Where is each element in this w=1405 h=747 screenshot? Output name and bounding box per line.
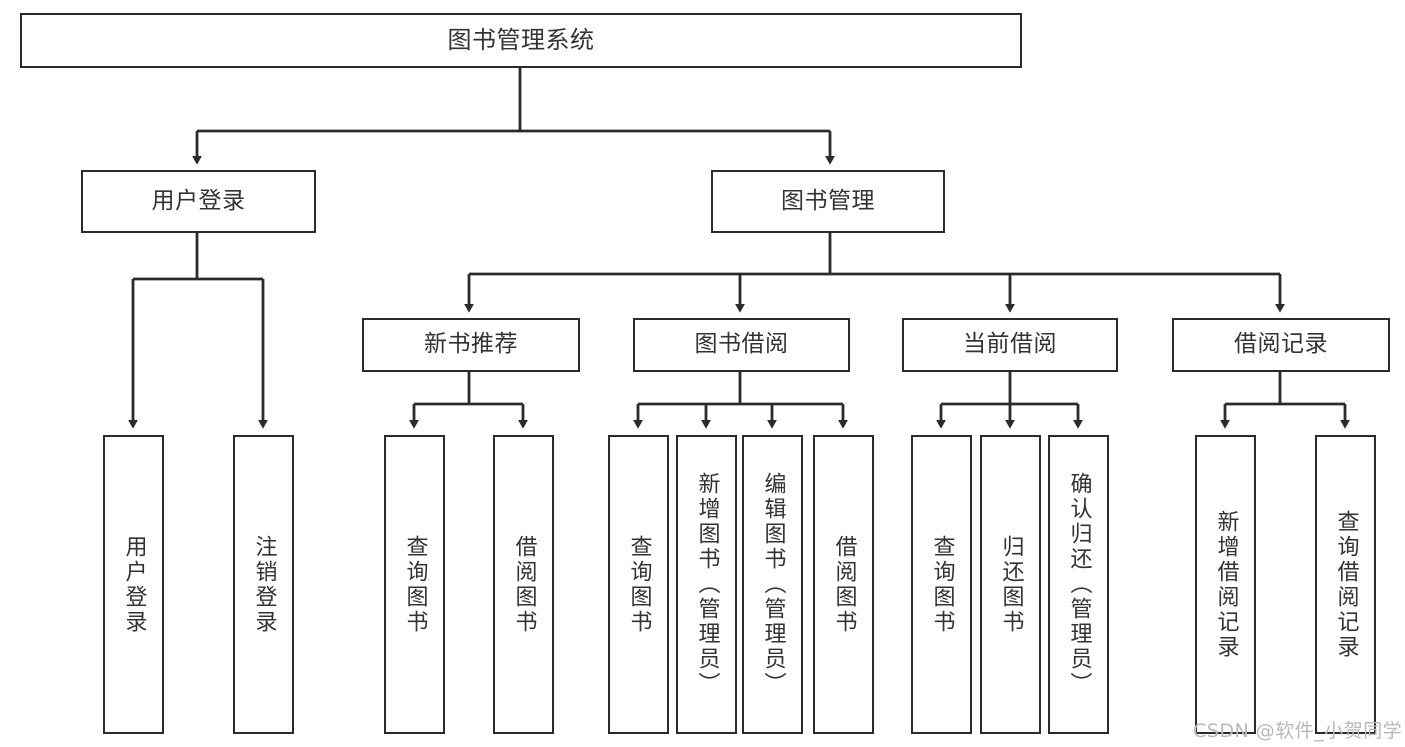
- node-label: 新书推荐: [424, 331, 518, 358]
- node-label: 查询图书: [929, 534, 955, 635]
- leaf-confirm-return-admin[interactable]: 确认归还（管理员）: [1048, 435, 1109, 734]
- node-label: 注销登录: [251, 534, 277, 635]
- node-label: 图书借阅: [694, 331, 789, 358]
- node-label: 查询图书: [626, 534, 652, 635]
- node-label: 查询图书: [402, 534, 428, 635]
- leaf-borrow-book[interactable]: 借阅图书: [813, 435, 874, 734]
- node-label: 用户登录: [121, 534, 147, 635]
- leaf-query-borrow-record[interactable]: 查询借阅记录: [1315, 435, 1376, 734]
- node-user-login[interactable]: 用户登录: [81, 170, 316, 233]
- csdn-watermark: CSDN @软件_小贺同学: [1193, 720, 1403, 742]
- node-label: 当前借阅: [963, 331, 1057, 358]
- leaf-add-borrow-record[interactable]: 新增借阅记录: [1195, 435, 1256, 734]
- leaf-user-login[interactable]: 用户登录: [103, 435, 164, 734]
- leaf-logout[interactable]: 注销登录: [233, 435, 294, 734]
- leaf-query-book-borrow[interactable]: 查询图书: [608, 435, 669, 734]
- node-label: 借阅图书: [511, 534, 537, 635]
- leaf-return-book[interactable]: 归还图书: [980, 435, 1041, 734]
- node-label: 图书管理系统: [447, 26, 595, 55]
- node-label: 借阅记录: [1234, 331, 1328, 358]
- leaf-edit-book-admin[interactable]: 编辑图书（管理员）: [742, 435, 803, 734]
- node-label: 归还图书: [998, 534, 1024, 635]
- node-current-borrow[interactable]: 当前借阅: [902, 318, 1118, 372]
- node-label: 新增借阅记录: [1213, 509, 1239, 660]
- leaf-query-book-recommend[interactable]: 查询图书: [384, 435, 445, 734]
- leaf-add-book-admin[interactable]: 新增图书（管理员）: [676, 435, 737, 734]
- node-label: 查询借阅记录: [1333, 509, 1359, 660]
- node-book-borrow[interactable]: 图书借阅: [633, 318, 850, 372]
- node-root-system[interactable]: 图书管理系统: [20, 13, 1022, 68]
- node-label: 编辑图书（管理员）: [760, 472, 786, 697]
- leaf-query-book-current[interactable]: 查询图书: [911, 435, 972, 734]
- node-new-book-recommend[interactable]: 新书推荐: [362, 318, 580, 372]
- node-label: 用户登录: [151, 187, 246, 214]
- node-label: 图书管理: [781, 187, 875, 214]
- node-label: 新增图书（管理员）: [694, 472, 720, 697]
- leaf-borrow-book-recommend[interactable]: 借阅图书: [493, 435, 554, 734]
- node-book-management[interactable]: 图书管理: [711, 170, 945, 233]
- node-borrow-record[interactable]: 借阅记录: [1172, 318, 1390, 372]
- node-label: 借阅图书: [831, 534, 857, 635]
- node-label: 确认归还（管理员）: [1066, 472, 1092, 697]
